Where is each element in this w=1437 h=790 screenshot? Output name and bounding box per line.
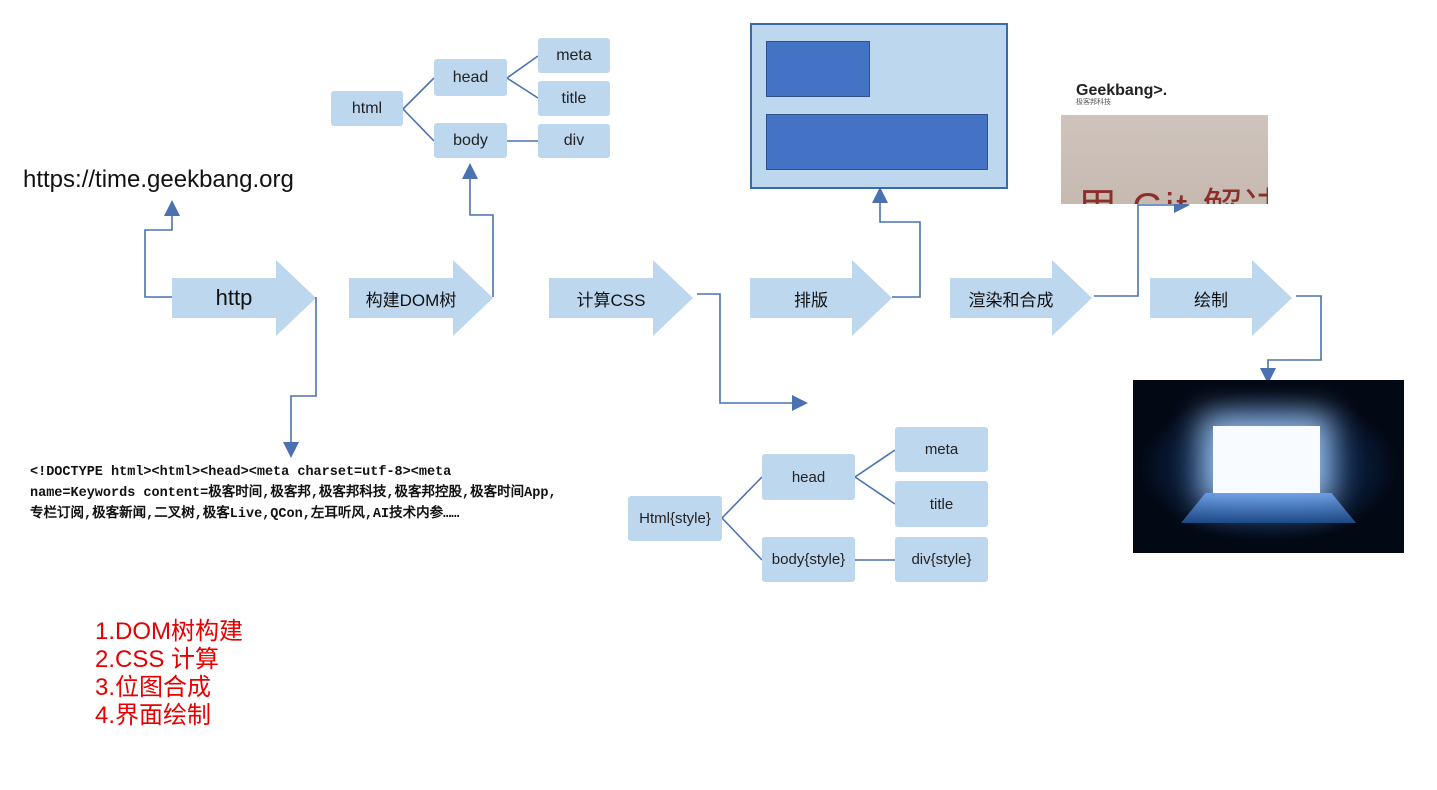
composited-image: 用 Git 解决 [1061,115,1268,204]
geekbang-subtitle: 极客邦科技 [1076,99,1111,106]
arrow-http [172,260,316,336]
step-css-label: 计算CSS [576,290,646,310]
style-node-body: body{style} [762,537,855,582]
dom-node-head: head [434,59,507,96]
pipeline-arrows [172,260,1292,336]
step-item: 4.界面绘制 [95,702,212,729]
style-node-meta: meta [895,427,988,472]
step-item: 1.DOM树构建 [95,618,244,645]
laptop-image [1133,380,1404,553]
html-source-text: <!DOCTYPE html><html><head><meta charset… [30,465,557,522]
dom-node-body: body [434,123,507,158]
step-dom-label: 构建DOM树 [365,290,457,310]
url-text: https://time.geekbang.org [23,166,294,193]
dom-node-div: div [538,124,610,158]
dom-node-html: html [331,91,403,126]
dom-node-meta: meta [538,38,610,73]
step-item: 3.位图合成 [95,674,212,701]
step-item: 2.CSS 计算 [95,646,220,673]
arrow-layout [750,260,892,336]
step-layout-label: 排版 [794,290,828,310]
layout-block-wide [766,114,988,170]
step-http-label: http [215,285,253,310]
laptop-keyboard [1181,493,1356,523]
composited-image-text: 用 Git 解决 [1077,175,1268,204]
step-composite-label: 渲染和合成 [968,290,1054,310]
steps-list: 1.DOM树构建 2.CSS 计算 3.位图合成 4.界面绘制 [95,618,243,730]
laptop-screen [1213,426,1320,493]
arrow-composite [950,260,1092,336]
style-node-head: head [762,454,855,500]
layout-block-small [766,41,870,97]
geekbang-logo: Geekbang>. [1076,82,1168,99]
style-node-html: Html{style} [628,496,722,541]
dom-node-title: title [538,81,610,116]
arrow-css [549,260,693,336]
arrow-paint [1150,260,1292,336]
arrow-dom [349,260,493,336]
step-paint-label: 绘制 [1194,290,1228,310]
style-node-title: title [895,481,988,527]
style-node-div: div{style} [895,537,988,582]
